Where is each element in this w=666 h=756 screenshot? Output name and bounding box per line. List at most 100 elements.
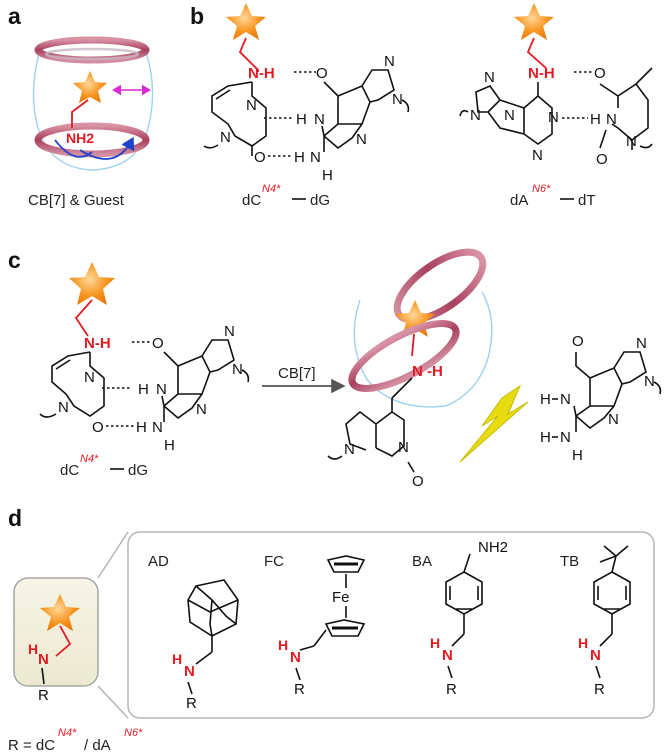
fluorophore-star-icon (226, 3, 266, 40)
svg-text:N: N (246, 97, 257, 114)
svg-text:N: N (220, 129, 231, 146)
svg-text:AD: AD (148, 553, 169, 570)
svg-text:NH2: NH2 (478, 539, 508, 556)
svg-text:N: N (398, 439, 409, 456)
svg-text:H: H (322, 167, 333, 184)
svg-text:dC: dC (242, 192, 261, 209)
svg-text:N4*: N4* (262, 183, 281, 195)
svg-text:H: H (296, 111, 307, 128)
guest-star-icon (73, 71, 107, 103)
guest-benzylamine: BA NH2 H N R (412, 539, 508, 698)
svg-text:N: N (152, 419, 163, 436)
panel-label-d: d (8, 505, 22, 531)
svg-text:N: N (590, 647, 601, 664)
svg-text:N: N (608, 411, 619, 428)
svg-text:N: N (224, 323, 235, 340)
svg-text:N: N (84, 369, 95, 386)
guest-tert-butylbenzyl: TB H N R (560, 545, 631, 698)
svg-text:H: H (278, 637, 288, 653)
svg-text:N: N (392, 91, 403, 108)
svg-text:N: N (442, 647, 453, 664)
svg-text:H: H (540, 429, 551, 446)
svg-text:O: O (152, 335, 164, 352)
svg-text:H: H (294, 149, 305, 166)
svg-text:N: N (470, 107, 481, 124)
svg-text:H: H (172, 651, 182, 667)
guest-library-box (127, 531, 655, 719)
linker-line (71, 99, 89, 128)
guest-star-icon-d (40, 594, 80, 631)
svg-text:TB: TB (560, 553, 579, 570)
svg-text:N4*: N4* (58, 727, 77, 739)
panel-label-a: a (8, 3, 21, 29)
svg-text:H: H (430, 635, 440, 651)
fluorophore-star-icon-3 (69, 262, 115, 305)
svg-text:N -H: N -H (412, 363, 443, 380)
svg-text:dG: dG (310, 192, 330, 209)
reaction-arrow-label: CB[7] (278, 365, 316, 382)
r-definition: R = dC N4* / dA N6* (8, 727, 143, 754)
svg-text:O: O (572, 333, 584, 350)
svg-text:H: H (28, 641, 38, 657)
svg-text:N: N (344, 441, 355, 458)
svg-text:H: H (572, 447, 583, 464)
svg-text:N: N (504, 107, 515, 124)
svg-text:N: N (314, 111, 325, 128)
panel-a-caption: CB[7] & Guest (28, 192, 125, 209)
svg-text:H: H (138, 381, 149, 398)
svg-text:N: N (560, 429, 571, 446)
svg-text:dA: dA (510, 192, 528, 209)
svg-text:Fe: Fe (332, 589, 350, 606)
svg-text:N: N (548, 109, 559, 126)
panel-label-b: b (190, 3, 204, 29)
cb7-complex: N -H N N O (327, 248, 493, 490)
base-pair-dc-dg-b: N-H O N N O H N H N H N N N dC N4* dG (203, 3, 410, 209)
cb7-ring-bottom (348, 320, 460, 392)
svg-text:N: N (626, 133, 637, 150)
svg-text:O: O (594, 65, 606, 82)
svg-text:H: H (136, 419, 147, 436)
svg-text:dC: dC (60, 462, 79, 479)
svg-text:R: R (38, 687, 49, 704)
svg-text:N: N (356, 131, 367, 148)
svg-text:O: O (254, 149, 266, 166)
svg-text:N: N (560, 391, 571, 408)
guest-ferrocene: FC Fe H N R (264, 553, 366, 698)
svg-text:N: N (484, 69, 495, 86)
svg-text:N: N (310, 149, 321, 166)
cb7-guest-schematic: NH2 (32, 36, 154, 171)
lightning-bolt-icon (459, 384, 529, 463)
svg-text:BA: BA (412, 553, 432, 570)
svg-text:N: N (606, 111, 617, 128)
nh2-label: NH2 (66, 130, 94, 146)
svg-text:N: N (384, 53, 395, 70)
guest-generic-box (13, 577, 99, 687)
svg-text:R: R (594, 681, 605, 698)
panel-label-c: c (8, 247, 21, 273)
svg-text:N-H: N-H (528, 65, 555, 82)
svg-text:N: N (232, 361, 243, 378)
guest-adamantane: AD H N R (148, 553, 239, 712)
svg-text:H: H (578, 635, 588, 651)
svg-text:N6*: N6* (124, 727, 143, 739)
svg-text:N: N (58, 399, 69, 416)
svg-text:dG: dG (128, 462, 148, 479)
svg-text:FC: FC (264, 553, 284, 570)
free-guanine: O H N N N N H N H (540, 333, 662, 464)
svg-text:O: O (92, 419, 104, 436)
svg-text:O: O (316, 65, 328, 82)
fluorophore-star-icon-2 (514, 3, 554, 40)
svg-text:O: O (596, 151, 608, 168)
svg-text:N: N (644, 373, 655, 390)
svg-text:H: H (540, 391, 551, 408)
svg-text:N-H: N-H (248, 65, 275, 82)
svg-text:dT: dT (578, 192, 596, 209)
blue-arc-arrow (79, 136, 135, 160)
svg-text:N6*: N6* (532, 183, 551, 195)
svg-text:N: N (156, 381, 167, 398)
base-pair-dc-dg-c: N-H O N N O H N H N H N N N dC N4* dG (39, 262, 250, 479)
svg-text:/ dA: / dA (84, 737, 111, 754)
cb7-shell (32, 49, 154, 171)
svg-text:H: H (590, 111, 601, 128)
